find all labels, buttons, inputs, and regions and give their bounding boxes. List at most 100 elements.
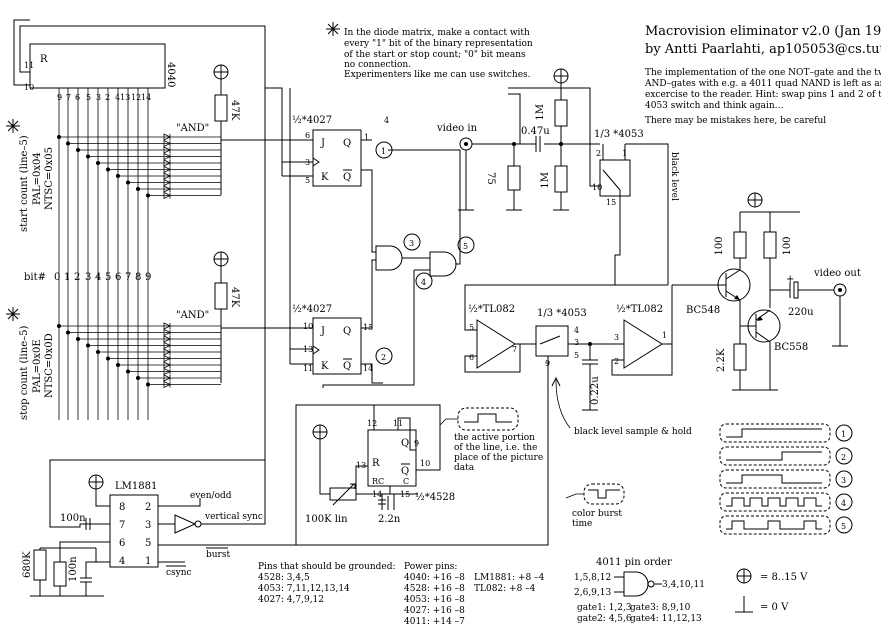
resistor-value: 47K [229,287,240,308]
power-row: 4528: +16 –8 [404,584,465,594]
pin-label: 6 [469,353,474,362]
matrix-contact[interactable] [136,187,140,191]
bit-label: bit# [24,272,46,283]
pin-label: 5 [574,351,579,360]
switch2-name: 1/3 *4053 [537,308,587,319]
ground-row: 4053: 7,11,12,13,14 [258,584,350,594]
matrix-contact[interactable] [116,363,120,367]
bit-number: 5 [105,272,111,283]
note-line: data [454,463,475,473]
pin-label: 2 [145,502,151,513]
matrix-contact[interactable] [66,141,70,146]
ground-symbol-icon [735,596,753,613]
note-line: every "1" bit of the binary representati… [344,39,533,49]
diode-icon [163,159,171,167]
waveform-box [719,492,831,512]
matrix-contact[interactable] [76,148,80,152]
start-pal-label: PAL=0x04 [32,152,43,205]
note-line: place of the picture [454,453,543,463]
resistor-2k2 [733,343,747,371]
cap-22n-value: 2.2n [378,514,401,525]
mono-name: ½*4528 [415,492,455,503]
circled-number: 3 [409,239,414,248]
matrix-contact[interactable] [76,337,80,341]
note-line: In the diode matrix, make a contact with [344,28,530,38]
bit-number: 7 [125,272,131,283]
ground-row: 4027: 4,7,9,12 [258,595,324,605]
pin-label: 6 [119,538,125,549]
cap-220-value: 220u [788,307,814,318]
burst-note: color burst time [572,509,622,529]
diode-icon [163,139,171,148]
active-waveform [457,407,519,431]
title-line1: Macrovision eliminator v2.0 (Jan 1995) [645,24,881,39]
bit-lines [58,88,149,420]
pin-label: 10 [592,183,602,192]
waveform-legend: 1 2 3 4 5 [719,423,853,535]
note-line: color burst [572,509,622,519]
circled-number: 2 [381,353,386,362]
matrix-contact[interactable] [106,167,110,172]
power-symbol-icon [747,192,763,208]
and-label-bottom: "AND" [176,310,209,321]
matrix-contact[interactable] [136,376,140,380]
note-line: Experimenters like me can use switches. [344,70,531,80]
circled-number: 3 [841,476,846,485]
matrix-contact[interactable] [57,324,61,328]
diode-icon [163,172,171,180]
matrix-contact[interactable] [86,343,90,348]
pin-label: 2 [105,93,110,102]
pin-label: 9 [414,439,419,448]
circled-number: 1 [841,430,846,439]
monostable-4528 [367,429,417,487]
stop-pal-label: PAL=0x0E [32,339,43,393]
power-row: TL082: +8 –4 [474,584,536,594]
matrix-contact[interactable] [146,382,150,387]
circled-label: 4 [415,272,433,290]
gate-pins: gate4: 11,12,13 [630,614,702,624]
mono-pin-c: C [403,477,409,486]
circled-label: 5 [457,236,475,254]
pin-label: 3 [614,333,619,342]
gate-pins: gate1: 1,2,3 [577,603,632,613]
pin-label: 10 [420,459,430,468]
asterisk-icon [326,22,340,36]
potentiometer-100k[interactable] [329,487,357,501]
ff-pin-k: K [321,172,329,183]
pin-label: 8 [119,502,125,513]
resistor-47k-top [214,94,228,122]
lm1881-name: LM1881 [115,481,157,492]
diode-icon [163,354,171,363]
matrix-contact[interactable] [126,180,130,185]
matrix-contact[interactable] [57,135,61,139]
resistor-value: 100 [782,236,793,255]
sync-separator-lm1881 [109,494,159,568]
matrix-contact[interactable] [96,350,100,354]
power-row: LM1881: +8 –4 [474,573,545,583]
legend-ground: = 0 V [760,602,789,613]
matrix-contact[interactable] [66,330,70,335]
matrix-contact[interactable] [146,193,150,198]
csync-label: csync [166,568,192,578]
pin-label: 3 [574,338,579,347]
matrix-contact[interactable] [106,356,110,361]
ff-pin-qbar: Q [343,172,351,183]
and-gate-3 [375,245,403,271]
matrix-contact[interactable] [86,154,90,159]
ff-pin-qbar: Q [343,361,351,372]
circled-number: 5 [841,522,846,531]
matrix-contact[interactable] [96,161,100,165]
pin-label: 11 [24,61,34,70]
matrix-contact[interactable] [116,174,120,178]
matrix-contact[interactable] [126,369,130,374]
tl082-1-name: ½*TL082 [468,304,515,315]
resistor-680k [33,549,47,581]
stop-count-label: stop count (line–5) [19,326,30,420]
title-line2: by Antti Paarlahti, ap105053@cs.tut.fi [645,42,881,57]
pin-label: 15 [606,198,616,207]
waveform-box [719,423,831,443]
power-symbol-icon [88,474,104,490]
pin-label: 3 [145,520,151,531]
pin-label: 13 [120,93,130,102]
pin-label: 10 [303,322,313,331]
